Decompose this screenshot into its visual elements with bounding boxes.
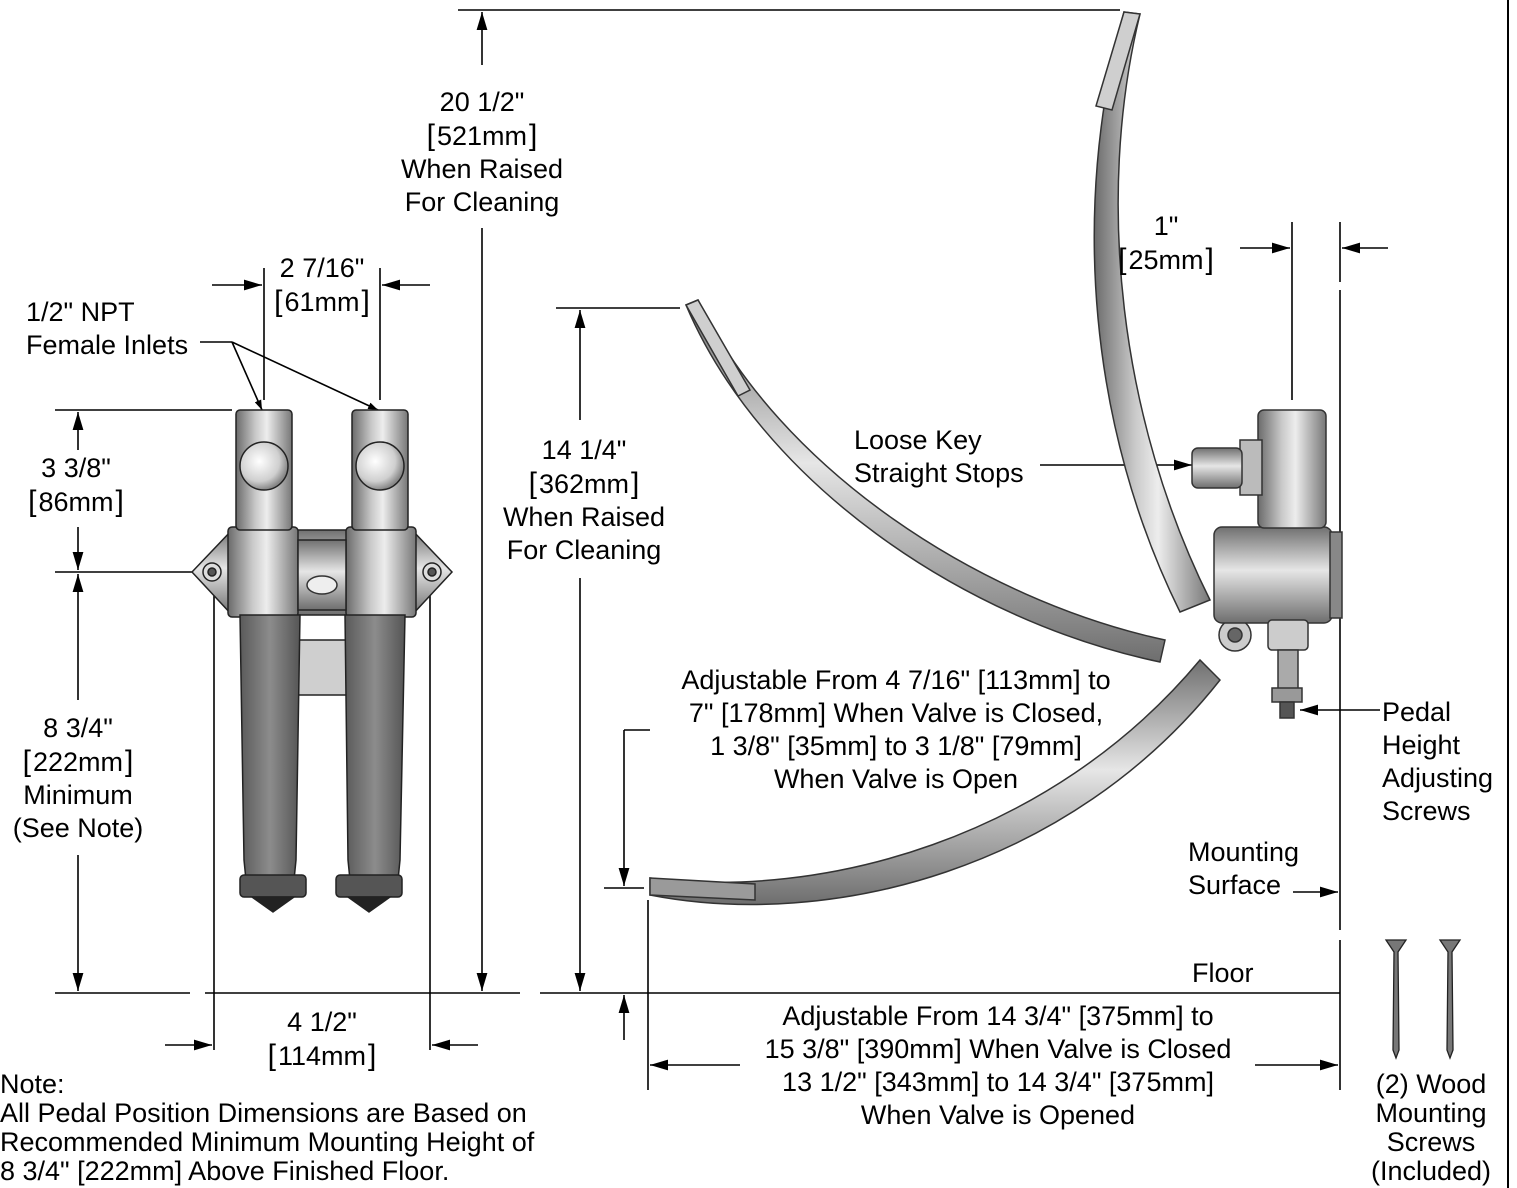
label-mounting-surface-line2: Surface	[1188, 870, 1282, 900]
dim-valve-top-mm: 86mm	[6, 485, 146, 519]
label-reach-adjust-line1: Adjustable From 14 3/4" [375mm] to	[782, 1001, 1214, 1031]
label-height-screws: Pedal Height Adjusting Screws	[1382, 696, 1493, 828]
dim-mount-height-imp: 8 3/4"	[43, 713, 113, 743]
label-stops-line2: Straight Stops	[854, 458, 1024, 488]
label-reach-adjust-line4: When Valve is Opened	[860, 1100, 1136, 1130]
dim-raised-total-note2: For Cleaning	[404, 187, 560, 217]
label-pedal-adjust-line2: 7" [178mm] When Valve is Closed,	[688, 698, 1104, 728]
label-mounting-surface: Mounting Surface	[1188, 836, 1299, 902]
label-reach-adjust: Adjustable From 14 3/4" [375mm] to 15 3/…	[730, 1000, 1266, 1132]
label-stops: Loose Key Straight Stops	[854, 424, 1024, 490]
front-view-assembly	[190, 409, 454, 913]
label-height-screws-line4: Screws	[1382, 796, 1471, 826]
dim-valve-top-imp: 3 3/8"	[41, 453, 111, 483]
dim-wall-offset-mm: 25mm	[1106, 243, 1226, 277]
dim-inlet-spacing-imp: 2 7/16"	[279, 253, 365, 283]
label-wood-screws-line2: Mounting	[1375, 1098, 1487, 1128]
dim-pedal-raised-note1: When Raised	[502, 502, 666, 532]
label-height-screws-line3: Adjusting	[1382, 763, 1494, 793]
dim-mount-height: 8 3/4" 222mm Minimum (See Note)	[2, 712, 154, 845]
dim-wall-offset: 1" 25mm	[1106, 210, 1226, 277]
label-pedal-adjust-line3: 1 3/8" [35mm] to 3 1/8" [79mm]	[710, 731, 1082, 761]
label-wood-screws-line4: (Included)	[1370, 1156, 1492, 1186]
label-reach-adjust-line2: 15 3/8" [390mm] When Valve is Closed	[764, 1034, 1232, 1064]
label-pedal-adjust-line4: When Valve is Open	[773, 764, 1019, 794]
dim-mount-height-note2: (See Note)	[12, 813, 144, 843]
label-floor: Floor	[1192, 958, 1254, 988]
dim-mount-height-note1: Minimum	[23, 780, 133, 810]
label-stops-line1: Loose Key	[854, 425, 982, 455]
dim-pedal-raised: 14 1/4" 362mm When Raised For Cleaning	[484, 434, 684, 567]
dim-raised-total: 20 1/2" 521mm When Raised For Cleaning	[372, 86, 592, 219]
dim-width-mm: 114mm	[252, 1039, 392, 1073]
label-wood-screws-line3: Screws	[1386, 1127, 1476, 1157]
note-block: Note: All Pedal Position Dimensions are …	[0, 1070, 534, 1186]
label-wood-screws: (2) Wood Mounting Screws (Included)	[1356, 1070, 1506, 1186]
side-view-assembly	[649, 11, 1343, 906]
dim-wall-offset-imp: 1"	[1153, 211, 1179, 241]
note-line3: 8 3/4" [222mm] Above Finished Floor.	[0, 1156, 450, 1186]
dim-inlet-spacing-mm: 61mm	[262, 285, 382, 319]
wood-screws-icon	[1384, 939, 1462, 1060]
dim-raised-total-imp: 20 1/2"	[439, 87, 525, 117]
label-mounting-surface-line1: Mounting	[1188, 837, 1300, 867]
label-reach-adjust-line3: 13 1/2" [343mm] to 14 3/4" [375mm]	[782, 1067, 1214, 1097]
dim-raised-total-mm: 521mm	[372, 119, 592, 153]
note-line2: Recommended Minimum Mounting Height of	[0, 1127, 535, 1157]
label-pedal-adjust: Adjustable From 4 7/16" [113mm] to 7" [1…	[652, 664, 1140, 796]
dim-pedal-raised-note2: For Cleaning	[506, 535, 662, 565]
dim-pedal-raised-imp: 14 1/4"	[541, 435, 627, 465]
dimension-lines	[55, 9, 1388, 1090]
dim-mount-height-mm: 222mm	[2, 745, 154, 779]
dim-valve-top: 3 3/8" 86mm	[6, 452, 146, 519]
label-wood-screws-line1: (2) Wood	[1375, 1069, 1487, 1099]
label-inlets: 1/2" NPT Female Inlets	[26, 296, 188, 362]
dim-raised-total-note1: When Raised	[400, 154, 564, 184]
dim-inlet-spacing: 2 7/16" 61mm	[262, 252, 382, 319]
label-inlets-line1: 1/2" NPT	[26, 297, 135, 327]
note-title: Note:	[0, 1069, 65, 1099]
dim-width: 4 1/2" 114mm	[252, 1006, 392, 1073]
label-height-screws-line1: Pedal	[1382, 697, 1452, 727]
note-line1: All Pedal Position Dimensions are Based …	[0, 1098, 527, 1128]
label-inlets-line2: Female Inlets	[26, 330, 189, 360]
dim-pedal-raised-mm: 362mm	[484, 467, 684, 501]
label-pedal-adjust-line1: Adjustable From 4 7/16" [113mm] to	[681, 665, 1111, 695]
dim-width-imp: 4 1/2"	[287, 1007, 357, 1037]
label-height-screws-line2: Height	[1382, 730, 1461, 760]
